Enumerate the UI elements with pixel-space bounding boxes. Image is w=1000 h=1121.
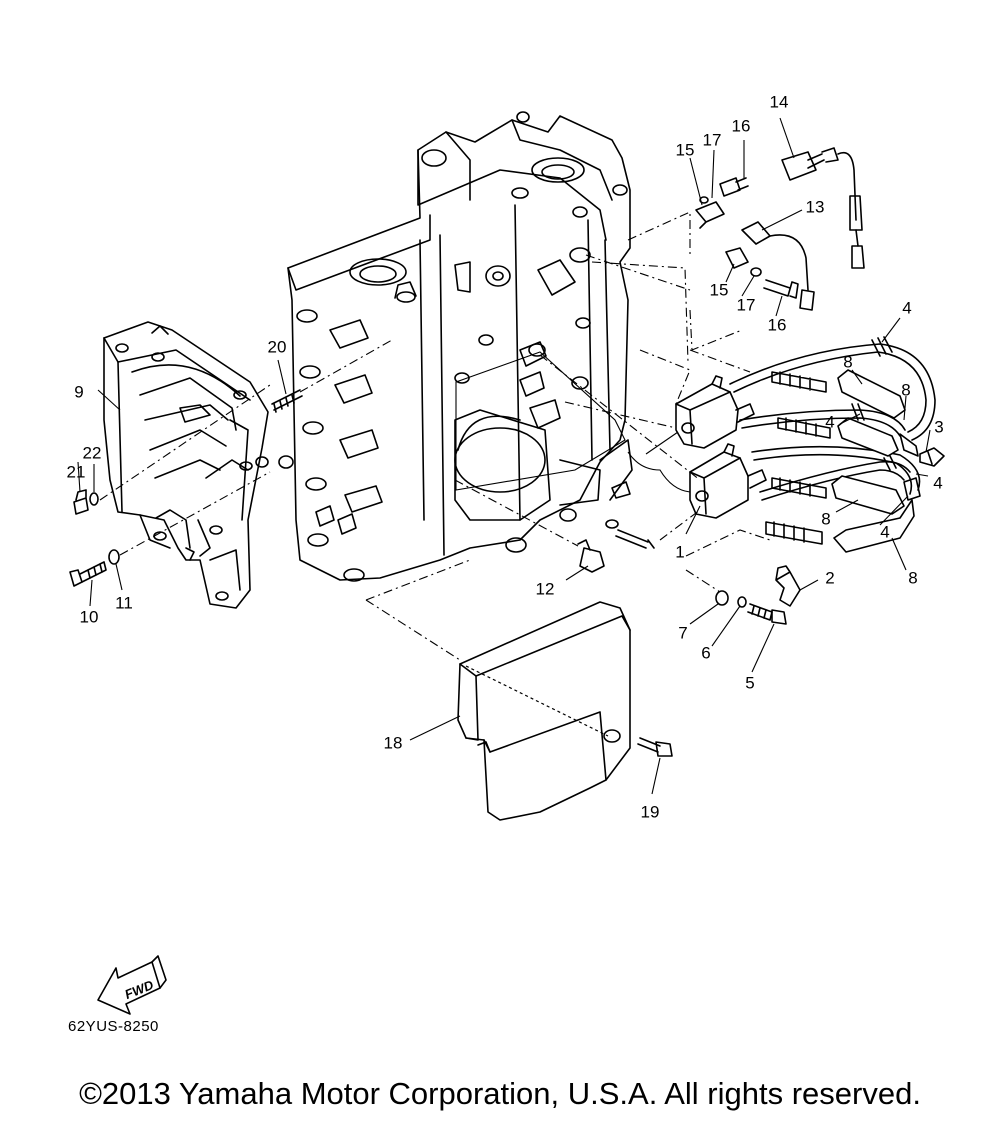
ignition-bracket xyxy=(103,321,294,609)
callout-4-b: 4 xyxy=(825,413,834,432)
callout-15-b: 15 xyxy=(710,281,729,300)
washer-17-upper xyxy=(699,196,709,204)
callout-13: 13 xyxy=(806,198,825,217)
ground-lead-terminal xyxy=(611,481,631,499)
callout-11: 11 xyxy=(115,594,133,613)
callout-15-a: 15 xyxy=(676,141,695,160)
callout-18: 18 xyxy=(384,734,403,753)
callout-22: 22 xyxy=(83,444,102,463)
coil-screw xyxy=(615,529,655,549)
callout-8-d: 8 xyxy=(908,569,917,588)
callout-6: 6 xyxy=(701,644,710,663)
fwd-direction-arrow: FWD xyxy=(97,955,167,1015)
callout-4-a: 4 xyxy=(902,299,911,318)
callout-4-d: 4 xyxy=(880,523,889,542)
clamp-15-upper xyxy=(695,201,725,229)
callout-19: 19 xyxy=(641,803,660,822)
nut-21 xyxy=(73,489,89,515)
drawing-code: 62YUS-8250 xyxy=(68,1018,159,1035)
washer-7 xyxy=(715,590,729,606)
clamp-15-lower xyxy=(725,247,749,269)
cover-18 xyxy=(457,601,631,821)
leader-lines xyxy=(77,117,931,795)
engine-block xyxy=(287,111,633,582)
bolt-19 xyxy=(637,737,673,757)
callout-10: 10 xyxy=(80,608,99,627)
washer-22 xyxy=(89,492,99,506)
callout-17-b: 17 xyxy=(737,296,756,315)
callout-16-b: 16 xyxy=(768,316,787,335)
callout-3: 3 xyxy=(934,418,943,437)
callout-12: 12 xyxy=(536,580,555,599)
callout-9: 9 xyxy=(74,383,83,402)
callout-17-a: 17 xyxy=(703,131,722,150)
sensor-13 xyxy=(741,221,815,311)
coil-washer xyxy=(605,519,619,529)
callout-8-a: 8 xyxy=(843,353,852,372)
cord-clamp-3 xyxy=(919,447,945,467)
clip-2 xyxy=(775,565,801,607)
bolt-5 xyxy=(747,603,787,625)
ignition-coil-upper xyxy=(675,375,755,449)
callout-21: 21 xyxy=(67,463,86,482)
copyright-notice: ©2013 Yamaha Motor Corporation, U.S.A. A… xyxy=(79,1076,921,1111)
sensor-14 xyxy=(781,147,865,269)
bolt-10 xyxy=(69,561,107,587)
callout-7: 7 xyxy=(678,624,687,643)
callout-16-a: 16 xyxy=(732,117,751,136)
callout-20: 20 xyxy=(268,338,287,357)
assembly-lines xyxy=(99,211,771,737)
callout-5: 5 xyxy=(745,674,754,693)
washer-11 xyxy=(108,549,120,565)
callout-2: 2 xyxy=(825,569,834,588)
callout-8-b: 8 xyxy=(901,381,910,400)
block-bosses xyxy=(296,309,383,547)
callout-14: 14 xyxy=(770,93,789,112)
thermo-switch-12 xyxy=(577,539,605,573)
callout-labels: 1 2 3 4 4 4 4 5 6 7 8 8 8 8 9 10 11 12 1… xyxy=(67,93,944,822)
washer-6 xyxy=(737,596,747,608)
stud-bolt xyxy=(271,389,303,413)
bolt-16-upper xyxy=(719,177,749,197)
callout-1: 1 xyxy=(675,543,684,562)
spark-plugs xyxy=(765,371,831,545)
ignition-coil-lower xyxy=(689,443,767,519)
washer-17-lower xyxy=(750,267,762,277)
callout-4-c: 4 xyxy=(933,474,942,493)
callout-8-c: 8 xyxy=(821,510,830,529)
bolt-16-lower xyxy=(763,279,799,299)
